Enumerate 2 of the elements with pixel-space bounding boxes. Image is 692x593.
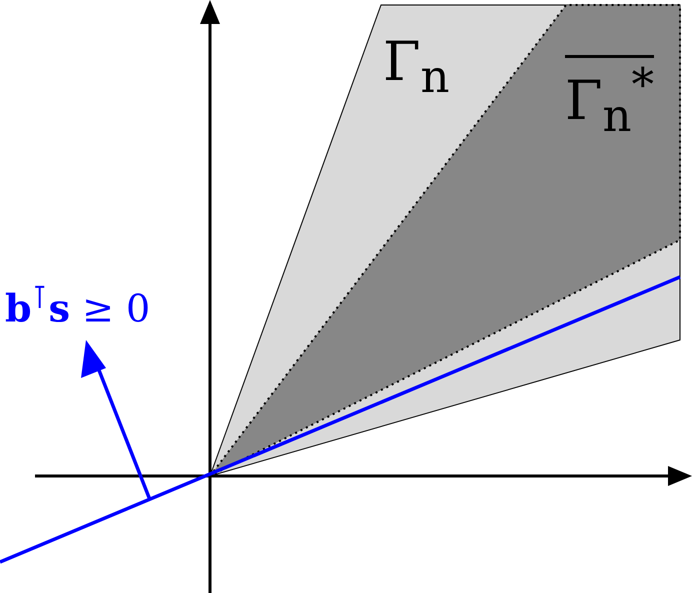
math-label: Γ$_{n}$ [383,35,450,99]
math-label: b$^{⊺}$s ≥ 0 [5,283,150,328]
